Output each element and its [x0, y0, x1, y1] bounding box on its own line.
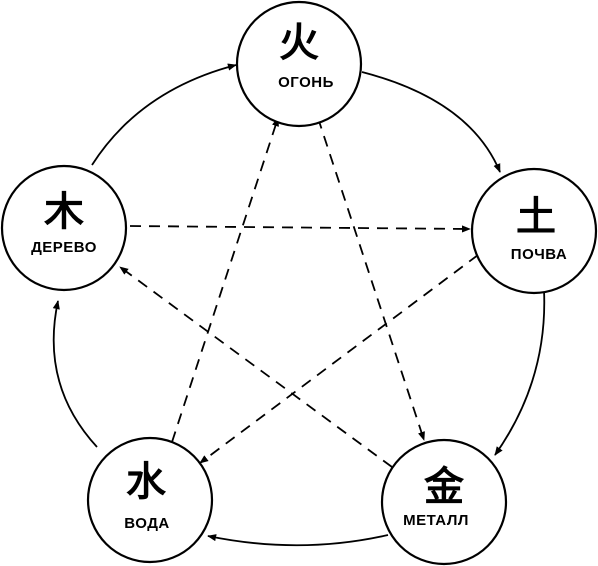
water-glyph: 水	[126, 459, 167, 505]
node-fire: 火 ОГОНЬ	[235, 0, 363, 128]
earth-label: ПОЧВА	[511, 246, 567, 263]
controlling-cycle	[119, 117, 479, 468]
arrow-earth-to-water	[199, 254, 479, 464]
arrow-wood-to-earth	[129, 225, 471, 233]
fire-glyph: 火	[279, 20, 319, 66]
earth-glyph: 土	[516, 194, 556, 240]
arrow-fire-to-metal	[317, 117, 425, 441]
node-wood: 木 ДЕРЕВО	[0, 164, 128, 292]
arrow-wood-to-fire	[91, 63, 237, 166]
node-metal: 金 МЕТАЛЛ	[380, 438, 508, 566]
generating-cycle	[52, 63, 546, 547]
arrow-water-to-wood	[52, 300, 98, 448]
arrow-metal-to-wood	[119, 266, 393, 468]
node-water: 水 ВОДА	[86, 436, 214, 564]
water-label: ВОДА	[124, 515, 169, 532]
metal-glyph: 金	[423, 464, 465, 510]
wood-glyph: 木	[44, 189, 84, 235]
fire-label: ОГОНЬ	[278, 74, 334, 91]
metal-label: МЕТАЛЛ	[403, 512, 469, 529]
arrow-fire-to-earth	[361, 71, 501, 173]
arrow-earth-to-metal	[494, 289, 546, 456]
arrow-water-to-fire	[171, 117, 279, 443]
arrow-metal-to-water	[207, 534, 389, 547]
wood-label: ДЕРЕВО	[31, 239, 97, 256]
node-earth: 土 ПОЧВА	[470, 167, 598, 295]
